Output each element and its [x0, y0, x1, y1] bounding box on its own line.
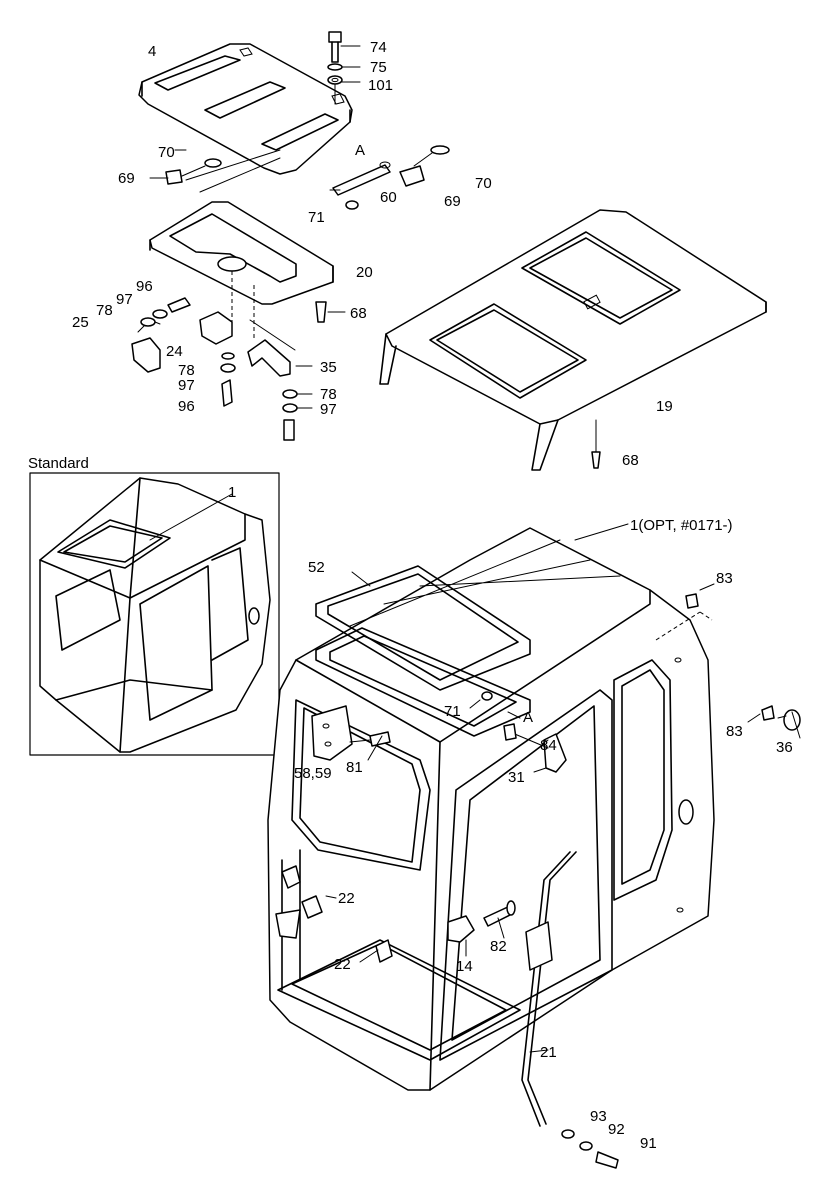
bracket-and-handle-parts	[131, 297, 346, 441]
label-22-upper: 22	[338, 890, 355, 907]
label-22-lower: 22	[334, 956, 351, 973]
label-92: 92	[608, 1121, 625, 1138]
label-A-top: A	[355, 142, 365, 159]
label-71-cab: 71	[444, 703, 461, 720]
bracket-58-59	[311, 705, 391, 761]
label-78-upper: 78	[96, 302, 113, 319]
label-69-right: 69	[444, 193, 461, 210]
label-97-middle: 97	[178, 377, 195, 394]
label-78-middle: 78	[178, 362, 195, 379]
label-82: 82	[490, 938, 507, 955]
section-title-standard: Standard	[28, 455, 89, 472]
label-97-lower: 97	[320, 401, 337, 418]
label-68-upper: 68	[350, 305, 367, 322]
catch-parts-22	[275, 865, 393, 963]
label-35: 35	[320, 359, 337, 376]
label-36: 36	[776, 739, 793, 756]
label-69-left: 69	[118, 170, 135, 187]
bolt-stack-74-75-101	[327, 31, 361, 105]
roof-rail-part-52	[315, 565, 531, 737]
label-68-lower: 68	[622, 452, 639, 469]
label-60: 60	[380, 189, 397, 206]
label-70-right: 70	[475, 175, 492, 192]
label-75: 75	[370, 59, 387, 76]
label-81: 81	[346, 759, 363, 776]
label-96-upper: 96	[136, 278, 153, 295]
label-74: 74	[370, 39, 387, 56]
label-84: 84	[540, 737, 557, 754]
roof-panel-part-19	[379, 209, 767, 471]
label-97-upper: 97	[116, 291, 133, 308]
label-93: 93	[590, 1108, 607, 1125]
label-58-59: 58,59	[294, 765, 332, 782]
label-52: 52	[308, 559, 325, 576]
label-20: 20	[356, 264, 373, 281]
label-14: 14	[456, 958, 473, 975]
main-cab-opt	[267, 527, 715, 1091]
label-71-top: 71	[308, 209, 325, 226]
hatch-cover-part-4	[138, 43, 353, 175]
label-31: 31	[508, 769, 525, 786]
label-25: 25	[72, 314, 89, 331]
label-101: 101	[368, 77, 393, 94]
label-A-cab: A	[523, 709, 533, 726]
label-70-left: 70	[158, 144, 175, 161]
rod-part-21	[521, 851, 619, 1169]
hinge-pin-assembly	[149, 145, 450, 210]
label-83-lower: 83	[726, 723, 743, 740]
label-4: 4	[148, 43, 156, 60]
standard-cab-inset	[29, 472, 280, 756]
label-78-lower: 78	[320, 386, 337, 403]
label-1-opt: 1(OPT, #0171-)	[630, 517, 733, 534]
label-91: 91	[640, 1135, 657, 1152]
label-19: 19	[656, 398, 673, 415]
hinge-part-31	[503, 723, 567, 773]
bracket-part-14	[447, 900, 516, 943]
label-83-upper: 83	[716, 570, 733, 587]
label-96-lower: 96	[178, 398, 195, 415]
label-24: 24	[166, 343, 183, 360]
label-21: 21	[540, 1044, 557, 1061]
label-1-standard: 1	[228, 484, 236, 501]
mounting-plate-part-20	[149, 201, 334, 351]
